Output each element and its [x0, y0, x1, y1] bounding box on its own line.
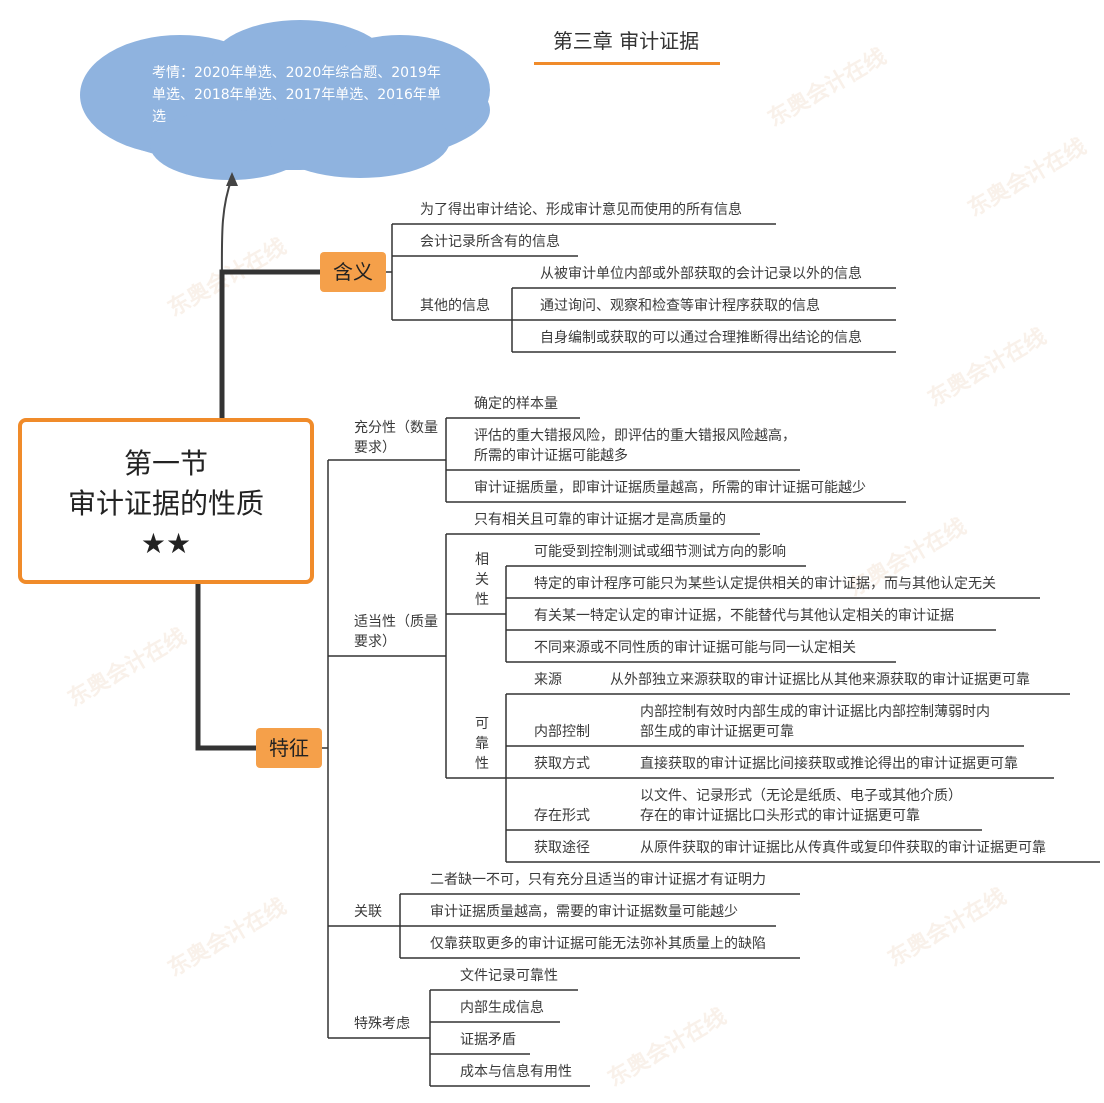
relation-item: 审计证据质量越高，需要的审计证据数量可能越少: [430, 904, 738, 920]
other-info-item: 从被审计单位内部或外部获取的会计记录以外的信息: [540, 266, 862, 282]
reliability-value: 从原件获取的审计证据比从传真件或复印件获取的审计证据更可靠: [640, 840, 1046, 856]
meaning-item: 为了得出审计结论、形成审计意见而使用的所有信息: [420, 202, 742, 218]
importance-stars: ★★: [140, 527, 192, 560]
cloud-shape: [80, 20, 490, 180]
special-item: 证据矛盾: [460, 1032, 516, 1048]
reliability-value: 从外部独立来源获取的审计证据比从其他来源获取的审计证据更可靠: [610, 672, 1030, 688]
relation-item: 仅靠获取更多的审计证据可能无法弥补其质量上的缺陷: [430, 936, 766, 952]
special-item: 文件记录可靠性: [460, 968, 558, 984]
relation-item: 二者缺一不可，只有充分且适当的审计证据才有证明力: [430, 872, 766, 888]
reliability-value: 以文件、记录形式（无论是纸质、电子或其他介质）存在的审计证据比口头形式的审计证据…: [640, 788, 962, 824]
reliability-label: 可靠性: [475, 716, 489, 772]
reliability-key: 存在形式: [534, 808, 590, 824]
sufficiency-item: 确定的样本量: [474, 396, 558, 412]
meaning-item: 其他的信息: [420, 298, 490, 314]
relation-label: 关联: [354, 904, 382, 920]
central-topic[interactable]: 第一节 审计证据的性质 ★★: [18, 418, 314, 584]
reliability-value: 直接获取的审计证据比间接获取或推论得出的审计证据更可靠: [640, 756, 1018, 772]
sufficiency-label: 充分性（数量要求）: [354, 420, 438, 456]
special-item: 成本与信息有用性: [460, 1064, 572, 1080]
relevance-label: 相关性: [475, 552, 489, 608]
sufficiency-item: 审计证据质量，即审计证据质量越高，所需的审计证据可能越少: [474, 480, 866, 496]
relevance-item: 不同来源或不同性质的审计证据可能与同一认定相关: [534, 640, 856, 656]
reliability-key: 获取途径: [534, 840, 590, 856]
chapter-title: 第三章 审计证据: [552, 29, 700, 53]
special-considerations-label: 特殊考虑: [354, 1016, 410, 1032]
other-info-item: 通过询问、观察和检查等审计程序获取的信息: [540, 298, 820, 314]
relevance-item: 特定的审计程序可能只为某些认定提供相关的审计证据，而与其他认定无关: [534, 576, 996, 592]
central-topic-title: 审计证据的性质: [67, 487, 264, 520]
reliability-value: 内部控制有效时内部生成的审计证据比内部控制薄弱时内部生成的审计证据更可靠: [640, 704, 990, 740]
branch-meaning[interactable]: 含义: [320, 252, 386, 292]
sufficiency-item: 评估的重大错报风险，即评估的重大错报风险越高，所需的审计证据可能越多: [474, 428, 796, 464]
branch-characteristics[interactable]: 特征: [256, 728, 322, 768]
central-topic-section: 第一节: [123, 447, 208, 480]
reliability-key: 内部控制: [534, 724, 590, 740]
relevance-item: 有关某一特定认定的审计证据，不能替代与其他认定相关的审计证据: [534, 608, 954, 624]
exam-history-note: 考情：2020年单选、2020年综合题、2019年单选、2018年单选、2017…: [152, 65, 441, 125]
reliability-key: 来源: [534, 672, 562, 688]
relevance-item: 可能受到控制测试或细节测试方向的影响: [534, 544, 786, 560]
appropriateness-intro: 只有相关且可靠的审计证据才是高质量的: [474, 512, 726, 528]
special-item: 内部生成信息: [460, 1000, 544, 1016]
meaning-item: 会计记录所含有的信息: [420, 234, 560, 250]
other-info-item: 自身编制或获取的可以通过合理推断得出结论的信息: [540, 330, 862, 346]
appropriateness-label: 适当性（质量要求）: [354, 614, 438, 650]
chapter-underline: [534, 62, 720, 65]
reliability-key: 获取方式: [534, 756, 590, 772]
